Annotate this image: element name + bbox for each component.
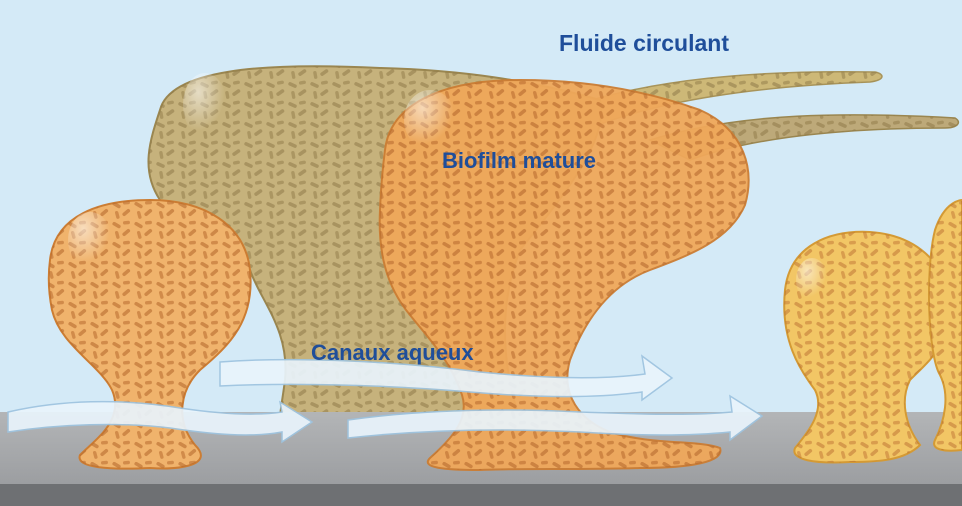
label-water-channels: Canaux aqueux: [311, 340, 474, 366]
label-flowing-fluid: Fluide circulant: [559, 30, 729, 57]
substrate-base: [0, 484, 962, 506]
label-mature-biofilm: Biofilm mature: [442, 148, 596, 174]
